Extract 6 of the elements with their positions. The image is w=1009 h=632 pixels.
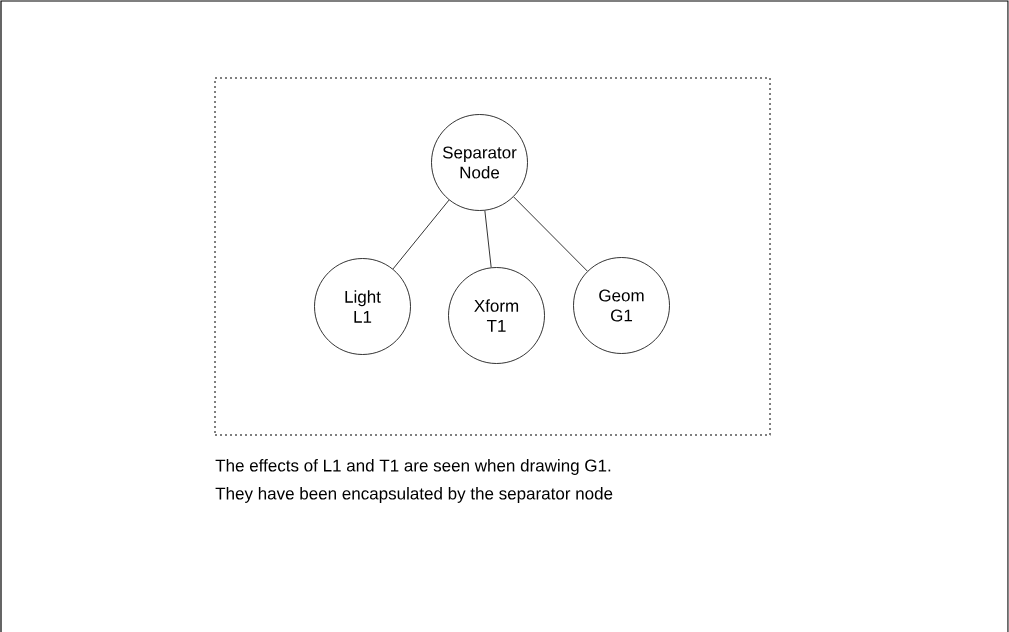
connector-line <box>513 196 588 272</box>
group-box <box>214 77 771 436</box>
caption-text: The effects of L1 and T1 are seen when drawing G1. <box>215 459 611 475</box>
connector-line <box>484 210 492 268</box>
connector-line <box>392 199 450 270</box>
caption-text: They have been encapsulated by the separator node <box>215 487 613 503</box>
